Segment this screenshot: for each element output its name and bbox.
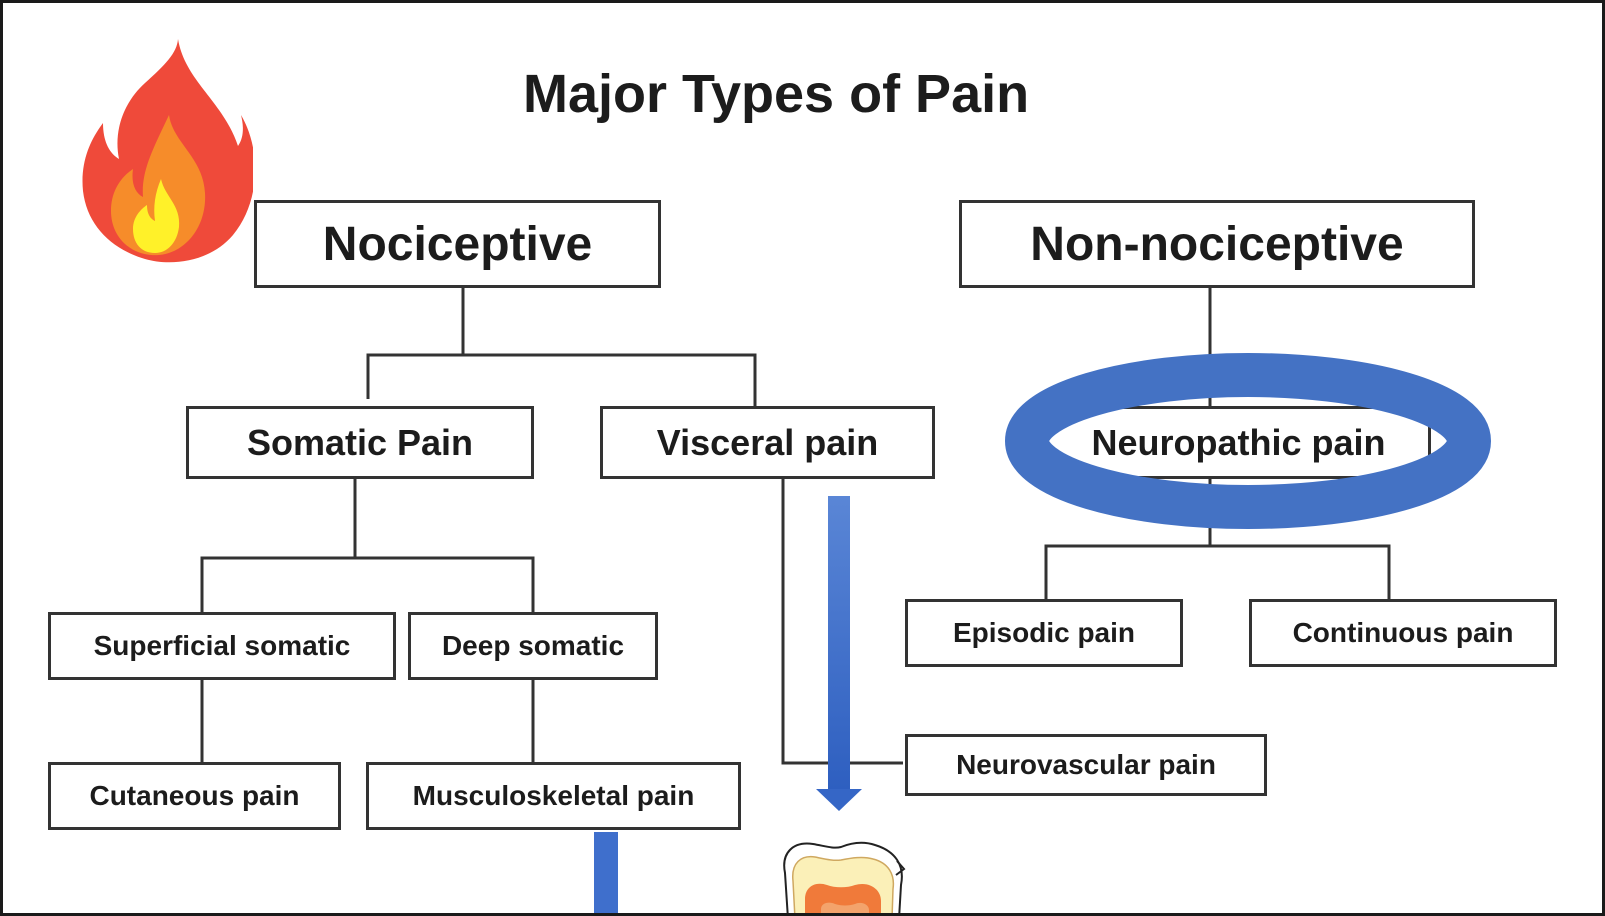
fire-icon [73, 31, 253, 271]
tooth-icon [784, 843, 904, 916]
neuropathic-highlight-ellipse [1027, 375, 1469, 507]
down-arrow-icon [816, 496, 862, 811]
down-arrow-stem-icon [594, 832, 618, 916]
